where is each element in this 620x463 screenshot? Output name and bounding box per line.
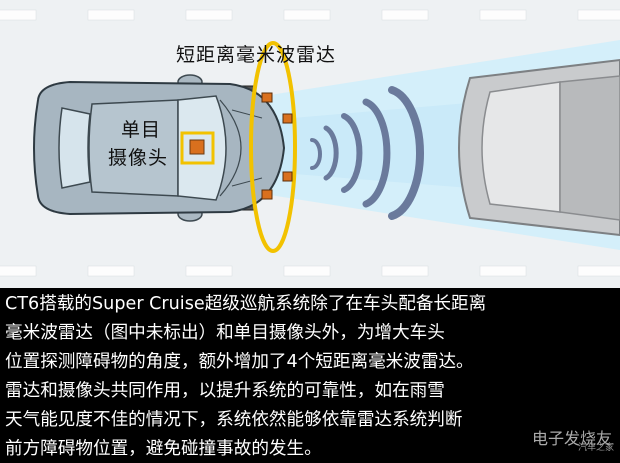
- diagram-graphics: [0, 9, 620, 277]
- sensor-diagram: 短距离毫米波雷达 单目 摄像头: [0, 0, 620, 288]
- short-range-radar-label: 短距离毫米波雷达: [176, 44, 337, 66]
- caption-line: 位置探测障碍物的角度，额外增加了4个短距离毫米波雷达。: [5, 352, 474, 372]
- radar-highlight-ellipse: [249, 41, 297, 253]
- camera-highlight-box: [180, 131, 215, 165]
- short-range-radar-sensors: [261, 92, 293, 200]
- radar-waves: [310, 86, 424, 220]
- main-car: [33, 74, 286, 222]
- watermark: 电子发烧友: [531, 429, 612, 448]
- mono-camera-label-line2: 摄像头: [108, 147, 169, 169]
- watermark-small: 汽车之家: [577, 443, 614, 453]
- bottom-lane-dashes: [0, 265, 620, 277]
- caption-line: 前方障碍物位置，避免碰撞事故的发生。: [5, 439, 322, 459]
- caption-line: 雷达和摄像头共同作用，以提升系统的可靠性，如在雨雪: [5, 381, 445, 401]
- top-lane-dashes: [0, 9, 620, 21]
- camera-unit: [189, 139, 205, 155]
- caption-line: CT6搭载的Super Cruise超级巡航系统除了在车头配备长距离: [5, 294, 487, 314]
- caption-panel: CT6搭载的Super Cruise超级巡航系统除了在车头配备长距离 毫米波雷达…: [0, 288, 620, 463]
- caption-line: 毫米波雷达（图中未标出）和单目摄像头外，为增大车头: [5, 323, 445, 343]
- caption-line: 天气能见度不佳的情况下，系统依然能够依靠雷达系统判断: [5, 410, 463, 430]
- mono-camera-label-line1: 单目: [121, 119, 162, 141]
- car-ahead: [458, 58, 620, 237]
